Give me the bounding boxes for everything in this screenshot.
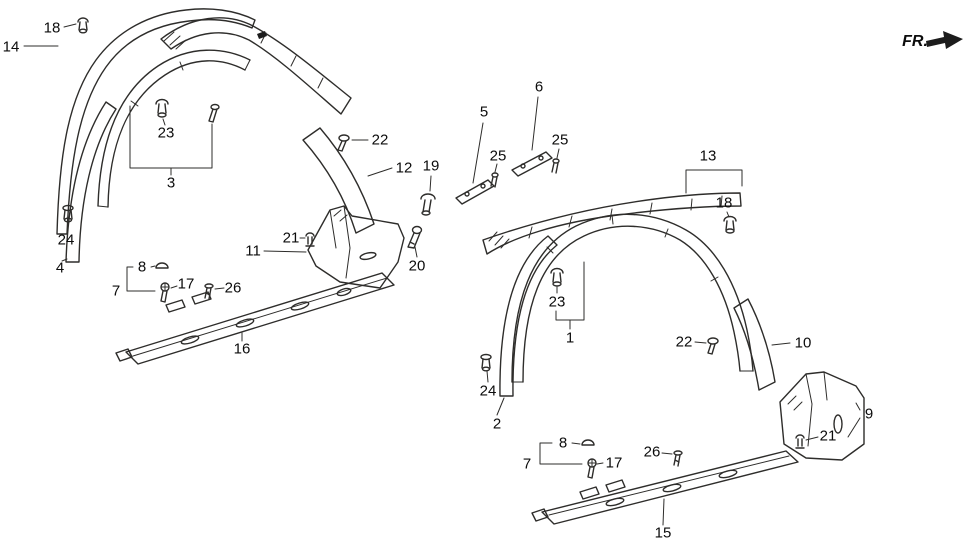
clip-18-right: [723, 215, 737, 234]
screw-26-left: [204, 283, 214, 300]
callout-part-4: 4: [55, 259, 65, 277]
callout-part-12: 12: [395, 159, 413, 177]
bracket-5: [455, 179, 495, 205]
callout-part-7: 7: [111, 282, 121, 300]
clip-23-left: [155, 98, 169, 118]
callout-part-22: 22: [371, 131, 389, 149]
screw-17-left: [160, 282, 170, 303]
callout-part-11: 11: [245, 242, 261, 260]
callout-part-8: 8: [558, 434, 568, 452]
callout-part-24: 24: [57, 231, 75, 249]
clip-23-right: [550, 267, 564, 287]
part-13-roof-side-garnish-right: [482, 192, 742, 255]
part-3-retainer-arcs: [97, 49, 251, 208]
part-2-front-pillar-garnish-right: [499, 235, 558, 397]
callout-part-8: 8: [137, 258, 147, 276]
part-4-front-pillar-garnish-left: [65, 101, 117, 263]
callout-part-15: 15: [654, 524, 672, 542]
callout-part-13: 13: [699, 147, 717, 165]
callout-part-24: 24: [479, 382, 497, 400]
screw-20: [407, 225, 423, 249]
callout-part-17: 17: [177, 275, 195, 293]
part-9-quarter-pillar-garnish-right: [779, 371, 865, 461]
screw-25-left: [490, 172, 499, 188]
clip-22-left: [337, 134, 350, 152]
leader-lines: [23, 23, 861, 526]
clip-21-right: [795, 434, 805, 449]
part-12-center-pillar-garnish-upper-left: [302, 127, 375, 234]
callout-part-18: 18: [43, 19, 61, 37]
clip-22-right: [707, 337, 719, 355]
part-16-sill-scuff-plate-left: [115, 272, 395, 365]
part-11-cowl-side-garnish-left: [307, 205, 405, 289]
callout-part-5: 5: [479, 103, 489, 121]
callout-part-16: 16: [233, 340, 251, 358]
callout-part-20: 20: [408, 257, 426, 275]
clip-8-right: [581, 439, 595, 446]
callout-part-25: 25: [489, 147, 507, 165]
clip-18-left: [77, 17, 89, 34]
part-10-center-pillar-garnish-lower-right: [733, 298, 776, 391]
callout-part-6: 6: [534, 78, 544, 96]
callout-part-9: 9: [864, 405, 874, 423]
callout-part-26: 26: [643, 443, 661, 461]
clip-21-left: [305, 232, 315, 247]
screw-25-right: [551, 158, 560, 174]
callout-part-3: 3: [166, 174, 176, 192]
callout-part-10: 10: [794, 334, 812, 352]
clip-24-right: [480, 353, 492, 372]
callout-part-18: 18: [715, 194, 733, 212]
callout-part-7: 7: [522, 455, 532, 473]
callout-part-19: 19: [422, 157, 440, 175]
part-14-roof-side-garnish-left: [56, 8, 352, 235]
callout-part-2: 2: [492, 415, 502, 433]
callout-part-21: 21: [282, 229, 300, 247]
fr-label: FR.: [902, 33, 928, 50]
callout-part-23: 23: [548, 293, 566, 311]
part-1-door-opening-trim: [511, 213, 754, 383]
screw-17-right: [587, 458, 597, 479]
part-15-sill-scuff-plate-right: [531, 450, 799, 525]
callout-part-14: 14: [2, 38, 20, 56]
callout-part-22: 22: [675, 333, 693, 351]
callout-part-17: 17: [605, 454, 623, 472]
callout-part-25: 25: [551, 131, 569, 149]
screw-26-right: [673, 450, 683, 467]
grommet-19: [420, 193, 436, 216]
bracket-6: [511, 151, 553, 177]
fr-arrow-icon: [926, 31, 963, 49]
callout-part-26: 26: [224, 279, 242, 297]
callout-part-1: 1: [565, 329, 575, 347]
callout-part-21: 21: [819, 427, 837, 445]
clip-8-left: [155, 262, 169, 269]
pin-3-upper: [208, 103, 220, 123]
callout-part-23: 23: [157, 124, 175, 142]
clip-24-left: [62, 204, 74, 223]
